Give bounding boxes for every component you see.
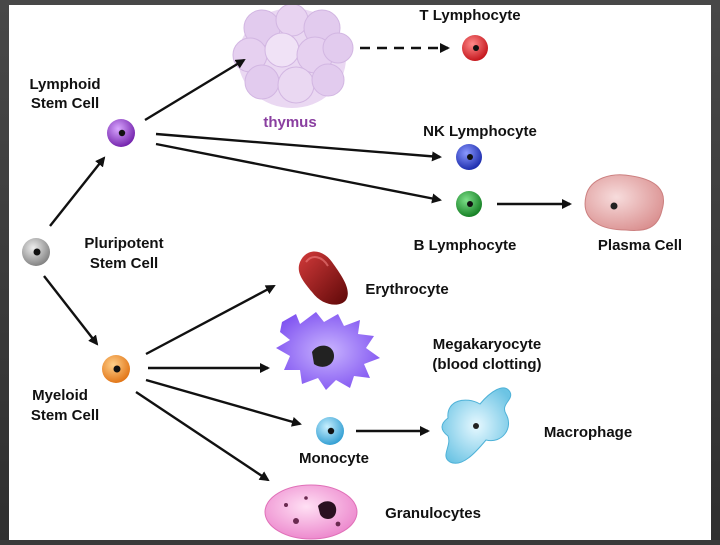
lymphoid-stem-cell-label-line2: Stem Cell (31, 95, 99, 112)
nk-lymphocyte-cell-icon (456, 144, 482, 170)
lymphoid-stem-cell-label-line1: Lymphoid (29, 76, 100, 93)
arrow-pluripotent-to-lymphoid (49, 156, 106, 227)
thymus-icon (232, 3, 354, 108)
macrophage-label: Macrophage (544, 424, 632, 441)
nk-lymphocyte-label: NK Lymphocyte (423, 123, 537, 140)
arrow-lymphoid-to-nk (155, 132, 442, 162)
megakaryocyte-label-line2: (blood clotting) (432, 356, 541, 373)
pluripotent-stem-cell-label-line1: Pluripotent (84, 235, 163, 252)
macrophage-icon (441, 387, 512, 464)
hematopoiesis-diagram: thymus T Lymphocyte Lymphoid Stem Cell N… (22, 3, 682, 540)
megakaryocyte-icon (276, 312, 380, 390)
arrow-pluripotent-to-myeloid (43, 275, 99, 346)
thymus-label: thymus (263, 114, 316, 131)
myeloid-stem-cell-label-line2: Stem Cell (31, 407, 99, 424)
t-lymphocyte-label: T Lymphocyte (419, 7, 520, 24)
diagram-panel: thymus T Lymphocyte Lymphoid Stem Cell N… (9, 3, 711, 540)
megakaryocyte-label-line1: Megakaryocyte (433, 336, 541, 353)
myeloid-stem-cell-icon (102, 355, 130, 383)
erythrocyte-icon (298, 251, 348, 305)
monocyte-label: Monocyte (299, 450, 369, 467)
arrow-lymphoid-to-thymus (144, 58, 246, 122)
granulocytes-icon (264, 484, 358, 540)
b-lymphocyte-label: B Lymphocyte (414, 237, 517, 254)
monocyte-cell-icon (316, 417, 344, 445)
erythrocyte-label: Erythrocyte (365, 281, 448, 298)
pluripotent-stem-cell-icon (22, 238, 50, 266)
pluripotent-stem-cell-label-line2: Stem Cell (90, 255, 158, 272)
arrow-myeloid-to-erythrocyte (145, 284, 276, 356)
plasma-cell-icon (584, 174, 664, 231)
plasma-cell-label: Plasma Cell (598, 237, 682, 254)
myeloid-stem-cell-label-line1: Myeloid (32, 387, 88, 404)
lymphoid-stem-cell-icon (107, 119, 135, 147)
arrow-myeloid-to-granulocytes (135, 391, 270, 482)
b-lymphocyte-cell-icon (456, 191, 482, 217)
arrow-myeloid-to-monocyte (145, 378, 302, 427)
granulocytes-label: Granulocytes (385, 505, 481, 522)
arrows (43, 43, 572, 482)
arrow-lymphoid-to-b (155, 142, 442, 204)
t-lymphocyte-cell-icon (462, 35, 488, 61)
